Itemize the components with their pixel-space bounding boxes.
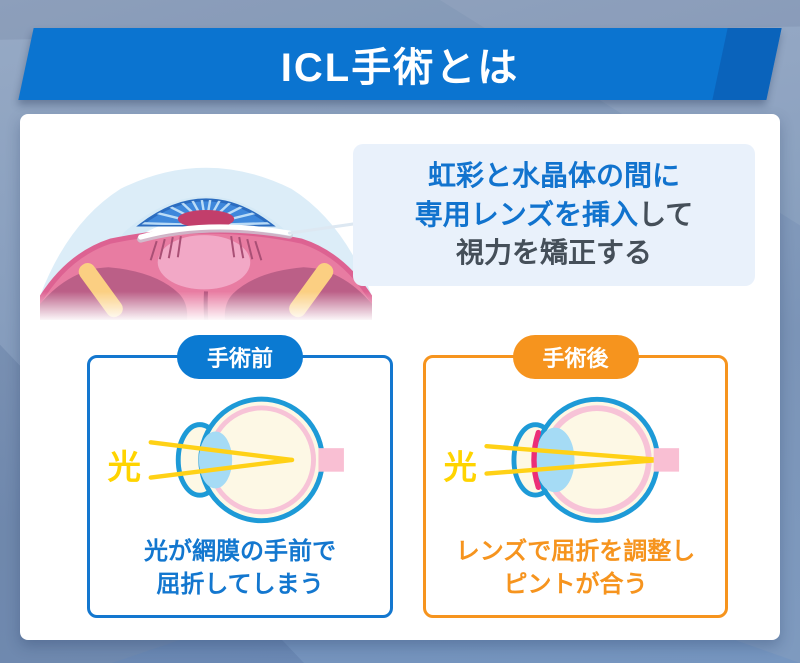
myopic-eye-diagram: 光	[108, 396, 344, 524]
natural-lens	[198, 431, 233, 489]
callout-line-2: 専用レンズを挿入して	[414, 198, 694, 230]
page-title: ICL手術とは	[280, 46, 520, 90]
caption-after: レンズで屈折を調整し ピントが合う	[455, 538, 696, 598]
optic-nerve-stub	[653, 448, 680, 472]
panel-before-surgery: 手術前 光 光が網膜の手前で 屈折してしまう	[87, 335, 393, 618]
callout-box: 虹彩と水晶体の間に 専用レンズを挿入して 視力を矯正する	[353, 144, 755, 286]
light-label: 光	[108, 450, 141, 487]
light-rays-focus-on-retina	[484, 444, 663, 476]
panel-after-surgery: 手術後 光 レンズで屈折を調整し ピントが合う	[423, 335, 728, 618]
crystalline-lens	[157, 235, 251, 290]
badge-after-surgery: 手術後	[512, 335, 639, 379]
eye-cross-section-illustration	[40, 167, 372, 320]
zonule-fibers	[149, 235, 263, 261]
callout-line-3: 視力を矯正する	[455, 237, 652, 269]
light-rays-focus-short	[148, 440, 295, 480]
icl-lens	[138, 224, 293, 240]
light-label: 光	[444, 449, 477, 486]
icl-implant-lens	[531, 429, 542, 490]
illustration-fade	[40, 291, 372, 320]
icl-corrected-eye-diagram: 光	[444, 396, 680, 523]
caption-before: 光が網膜の手前で 屈折してしまう	[144, 538, 336, 598]
header-banner: ICL手術とは	[18, 28, 782, 100]
content-card: 虹彩と水晶体の間に 専用レンズを挿入して 視力を矯正する 手術前 光 光が網膜の…	[20, 114, 780, 640]
natural-lens	[535, 427, 575, 493]
pupil	[177, 209, 235, 229]
badge-before-surgery: 手術前	[176, 335, 304, 379]
callout-line-1: 虹彩と水晶体の間に	[427, 160, 680, 192]
optic-nerve-stub	[318, 448, 344, 472]
